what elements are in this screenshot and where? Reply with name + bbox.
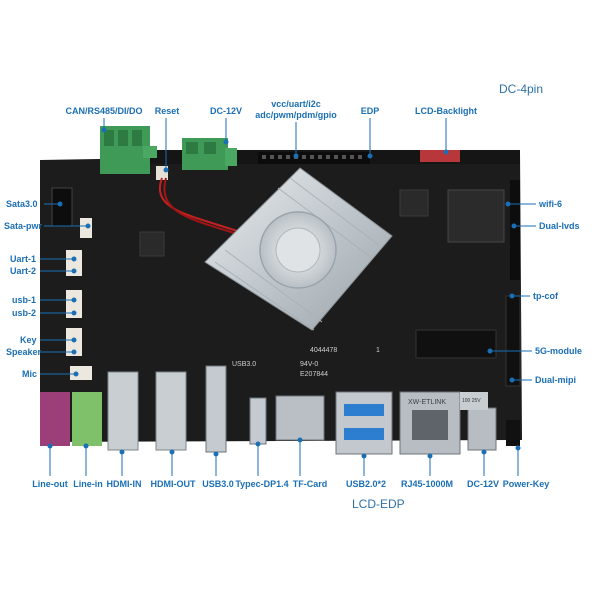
line-in-jack [72, 392, 102, 446]
hdmi-in-port [107, 371, 139, 451]
dc-jack [467, 407, 497, 451]
usb3-silk: USB3.0 [232, 361, 256, 368]
lcd-backlight-label: LCD-Backlight [414, 106, 478, 116]
mic-label: Mic [22, 369, 38, 379]
typec-label: Typec-DP1.4 [235, 479, 289, 489]
hdmi-out-port [155, 371, 187, 451]
dual-lvds-label: Dual-lvds [539, 221, 580, 231]
line-in-label: Line-in [73, 479, 103, 489]
power-key-label: Power-Key [502, 479, 550, 489]
lvds-connector [510, 180, 520, 280]
hdmi-in-label: HDMI-IN [106, 479, 142, 489]
tf-card-slot [275, 395, 325, 441]
cap [460, 392, 488, 410]
gpio-header [258, 152, 370, 164]
key-label: Key [20, 335, 37, 345]
left-headers [66, 218, 92, 380]
uart1-label: Uart-1 [10, 254, 37, 264]
chip-mark-2: E207844 [300, 371, 328, 378]
chip-a [139, 231, 165, 257]
usb3-port [205, 365, 227, 453]
sata-connector [51, 187, 73, 227]
dc12v-top-label: DC-12V [209, 106, 243, 116]
tp-cof-label: tp-cof [533, 291, 558, 301]
gpio-label-line2: adc/pwm/pdm/gpio [255, 110, 337, 120]
line-out-label: Line-out [32, 479, 68, 489]
backlight-connector [420, 150, 460, 162]
cap-mark: 100 25V [462, 398, 481, 404]
dc-4pin-label: DC-4pin [499, 82, 544, 96]
uart2-label: Uart-2 [10, 266, 37, 276]
can-terminal-block [100, 126, 157, 174]
dual-mipi-label: Dual-mipi [535, 375, 577, 385]
hdmi-out-label: HDMI-OUT [150, 479, 196, 489]
line-out-jack [40, 392, 70, 446]
usb1-label: usb-1 [12, 295, 37, 305]
eth-brand: XW-ETLINK [408, 399, 446, 406]
chip-b [399, 189, 429, 217]
chip-mark-3: 4044478 [310, 347, 337, 354]
speaker-label: Speaker [6, 347, 42, 357]
fpc-connector [505, 295, 521, 387]
typec-port [249, 397, 267, 445]
gpio-label-line1: vcc/uart/i2c [271, 99, 321, 109]
rj45-label: RJ45-1000M [400, 479, 454, 489]
heatsink [204, 167, 393, 331]
can-label: CAN/RS485/DI/DO [65, 106, 143, 116]
reset-label: Reset [154, 106, 180, 116]
dc12v-bottom-label: DC-12V [466, 479, 500, 489]
usb3-label: USB3.0 [202, 479, 234, 489]
wifi-module [447, 189, 505, 243]
m2-slot [415, 329, 497, 359]
usb2x2-label: USB2.0*2 [345, 479, 387, 489]
wifi-label: wifi-6 [539, 199, 563, 209]
power-key [506, 420, 520, 446]
sata-label: Sata3.0 [6, 199, 38, 209]
usb2-label: usb-2 [12, 308, 37, 318]
chip-mark-1: 94V-0 [300, 361, 318, 368]
silk-1: 1 [376, 347, 380, 354]
edp-label: EDP [360, 106, 380, 116]
tf-card-label: TF-Card [292, 479, 328, 489]
dc12v-terminal-block [182, 138, 237, 170]
5g-module-label: 5G-module [535, 346, 583, 356]
usb2-stack [335, 391, 393, 455]
sata-pwr-label: Sata-pwr [4, 221, 43, 231]
lcd-edp-caption: LCD-EDP [352, 497, 405, 511]
